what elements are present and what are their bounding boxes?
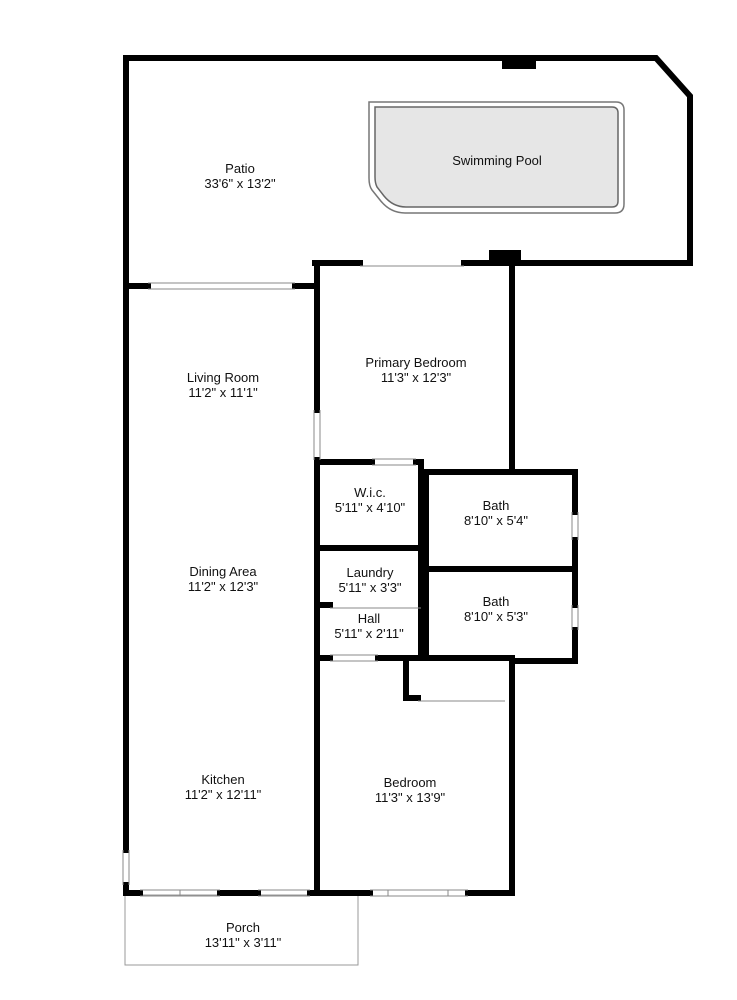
room-dining-area: Dining Area 11'2" x 12'3": [188, 564, 259, 594]
wall-pillar: [489, 250, 521, 265]
room-bedroom: Bedroom 11'3" x 13'9": [375, 775, 446, 805]
room-bath-1: Bath 8'10" x 5'4": [464, 498, 528, 528]
room-dimensions: 11'3" x 12'3": [381, 370, 452, 385]
room-dimensions: 11'2" x 11'1": [188, 385, 258, 400]
wall-pillar: [502, 55, 536, 69]
room-dimensions: 11'2" x 12'11": [185, 787, 262, 802]
room-primary-bedroom: Primary Bedroom 11'3" x 12'3": [365, 355, 466, 385]
room-name: Bath: [483, 594, 510, 609]
room-living-room: Living Room 11'2" x 11'1": [187, 370, 259, 400]
swimming-pool: [374, 106, 619, 208]
room-name: Living Room: [187, 370, 259, 385]
room-kitchen: Kitchen 11'2" x 12'11": [185, 772, 262, 802]
room-name: Hall: [358, 611, 381, 626]
room-dimensions: 11'2" x 12'3": [188, 579, 259, 594]
room-dimensions: 5'11" x 3'3": [338, 580, 401, 595]
room-name: Bath: [483, 498, 510, 513]
room-dimensions: 8'10" x 5'4": [464, 513, 528, 528]
room-name: Patio: [225, 161, 255, 176]
room-dimensions: 13'11" x 3'11": [205, 935, 282, 950]
room-dimensions: 33'6" x 13'2": [204, 176, 276, 191]
room-name: Swimming Pool: [452, 153, 542, 168]
room-porch: Porch 13'11" x 3'11": [205, 920, 282, 950]
room-dimensions: 11'3" x 13'9": [375, 790, 446, 805]
openings: [122, 265, 579, 897]
room-name: Laundry: [347, 565, 394, 580]
room-patio: Patio 33'6" x 13'2": [204, 161, 276, 191]
room-name: W.i.c.: [354, 485, 386, 500]
room-dimensions: 5'11" x 4'10": [335, 500, 406, 515]
room-pool: Swimming Pool: [452, 153, 542, 168]
room-name: Dining Area: [189, 564, 257, 579]
swimming-pool-outer: [368, 101, 625, 214]
room-hall: Hall 5'11" x 2'11": [334, 611, 404, 641]
room-dimensions: 5'11" x 2'11": [334, 626, 404, 641]
room-dimensions: 8'10" x 5'3": [464, 609, 528, 624]
room-bath-2: Bath 8'10" x 5'3": [464, 594, 528, 624]
room-name: Porch: [226, 920, 260, 935]
walls: [123, 55, 693, 896]
room-name: Primary Bedroom: [365, 355, 466, 370]
room-name: Kitchen: [201, 772, 244, 787]
room-wic: W.i.c. 5'11" x 4'10": [335, 485, 406, 515]
room-name: Bedroom: [384, 775, 437, 790]
room-laundry: Laundry 5'11" x 3'3": [338, 565, 401, 595]
